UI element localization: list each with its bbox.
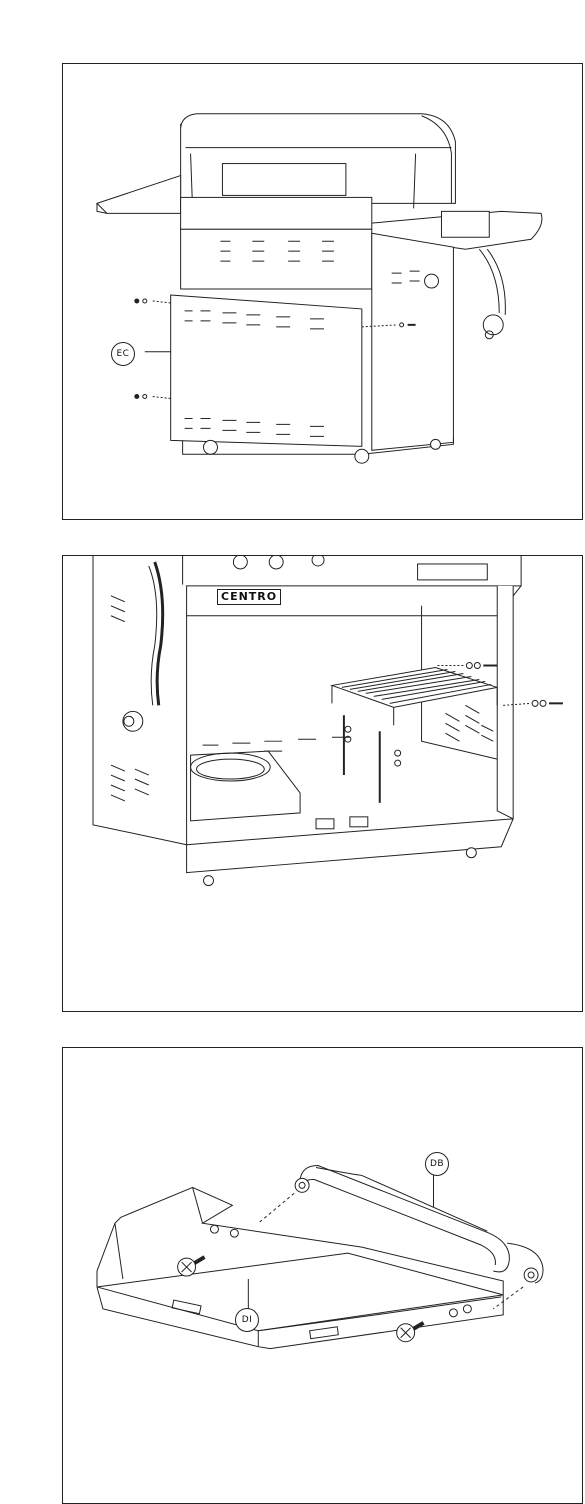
- step-panel-1-front-panel: EC: [62, 63, 583, 520]
- callout-ec: EC: [111, 342, 135, 366]
- shelf-handle-diagram: [63, 1048, 582, 1503]
- step-panel-3-handle-assembly: DB DI: [62, 1047, 583, 1504]
- callout-di: DI: [235, 1308, 259, 1332]
- callout-db: DB: [425, 1152, 449, 1176]
- step-panel-2-warming-rack: CENTRO: [62, 555, 583, 1012]
- grill-front-panel-diagram: [63, 64, 582, 519]
- centro-logo: CENTRO: [217, 589, 281, 605]
- cart-rack-diagram: [63, 556, 582, 1011]
